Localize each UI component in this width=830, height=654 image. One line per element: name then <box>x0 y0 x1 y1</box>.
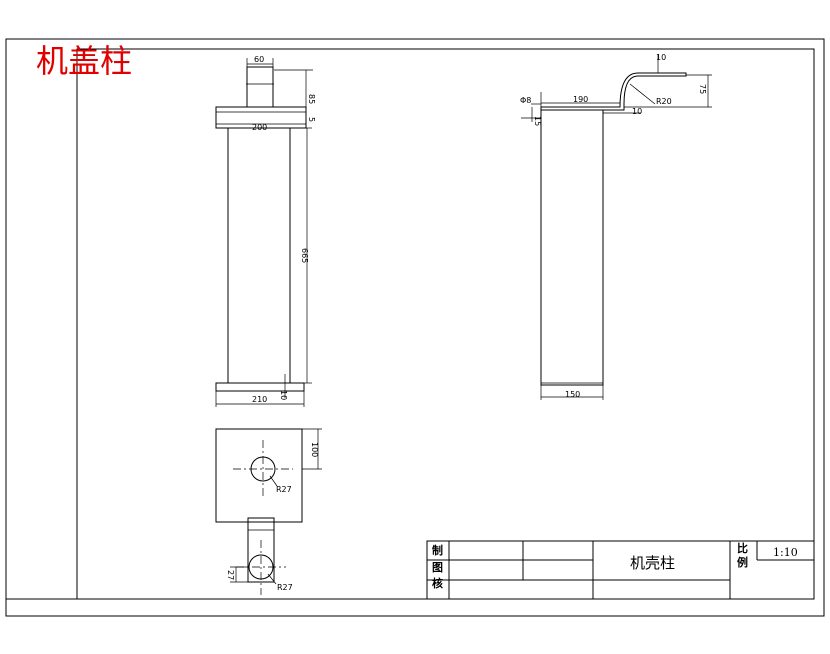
dim-bend-height: 75 <box>698 84 707 94</box>
watermark-title: 机盖柱 <box>36 42 132 80</box>
dim-flange-width: 200 <box>252 123 267 132</box>
column-body <box>227 127 291 384</box>
side-body <box>540 109 604 386</box>
dim-flange-thk: 5 <box>307 117 316 122</box>
plan-view: 100 R27 27 R27 <box>215 428 322 595</box>
base-plate <box>215 382 305 392</box>
dim-hole-radius: R27 <box>276 485 292 494</box>
dim-bottom-width: 150 <box>565 390 580 399</box>
tb-scale-label-1: 比 <box>737 541 748 555</box>
dim-body-height: 665 <box>300 248 309 263</box>
dim-length: 190 <box>573 95 588 104</box>
dim-base-thk: 10 <box>279 390 288 400</box>
dim-top-width: 60 <box>254 55 264 64</box>
tb-part-name: 机壳柱 <box>630 554 675 572</box>
dim-lower-hole-radius: R27 <box>277 583 293 592</box>
bent-plate <box>540 72 687 111</box>
dim-offset: 15 <box>533 116 542 126</box>
dim-base-width: 210 <box>252 395 267 404</box>
front-view: 60 85 5 200 665 10 210 <box>215 55 316 407</box>
lower-tab <box>247 517 275 583</box>
inner-frame <box>76 48 815 600</box>
top-tab <box>246 66 274 108</box>
side-view: 10 R20 75 190 Φ8 10 15 150 <box>520 53 712 400</box>
outer-frame <box>5 38 825 617</box>
dim-bend-thk: 10 <box>656 53 666 62</box>
tb-scale-label-2: 例 <box>737 555 748 569</box>
dim-lower-offset: 27 <box>226 570 235 580</box>
tb-checked-by: 核 <box>432 576 443 590</box>
plan-plate <box>215 428 303 523</box>
dim-end-thk: 10 <box>632 107 642 116</box>
dim-hole: Φ8 <box>520 96 531 105</box>
tb-made-by: 制 <box>432 543 443 557</box>
title-block: 制 图 核 机壳柱 比 例 1:10 <box>426 540 815 600</box>
dim-plan-height: 100 <box>310 442 319 457</box>
dim-bend-radius: R20 <box>656 97 672 106</box>
tb-drawn-by: 图 <box>432 561 443 574</box>
tb-scale-value: 1:10 <box>773 546 798 559</box>
dim-top-height: 85 <box>307 94 316 104</box>
